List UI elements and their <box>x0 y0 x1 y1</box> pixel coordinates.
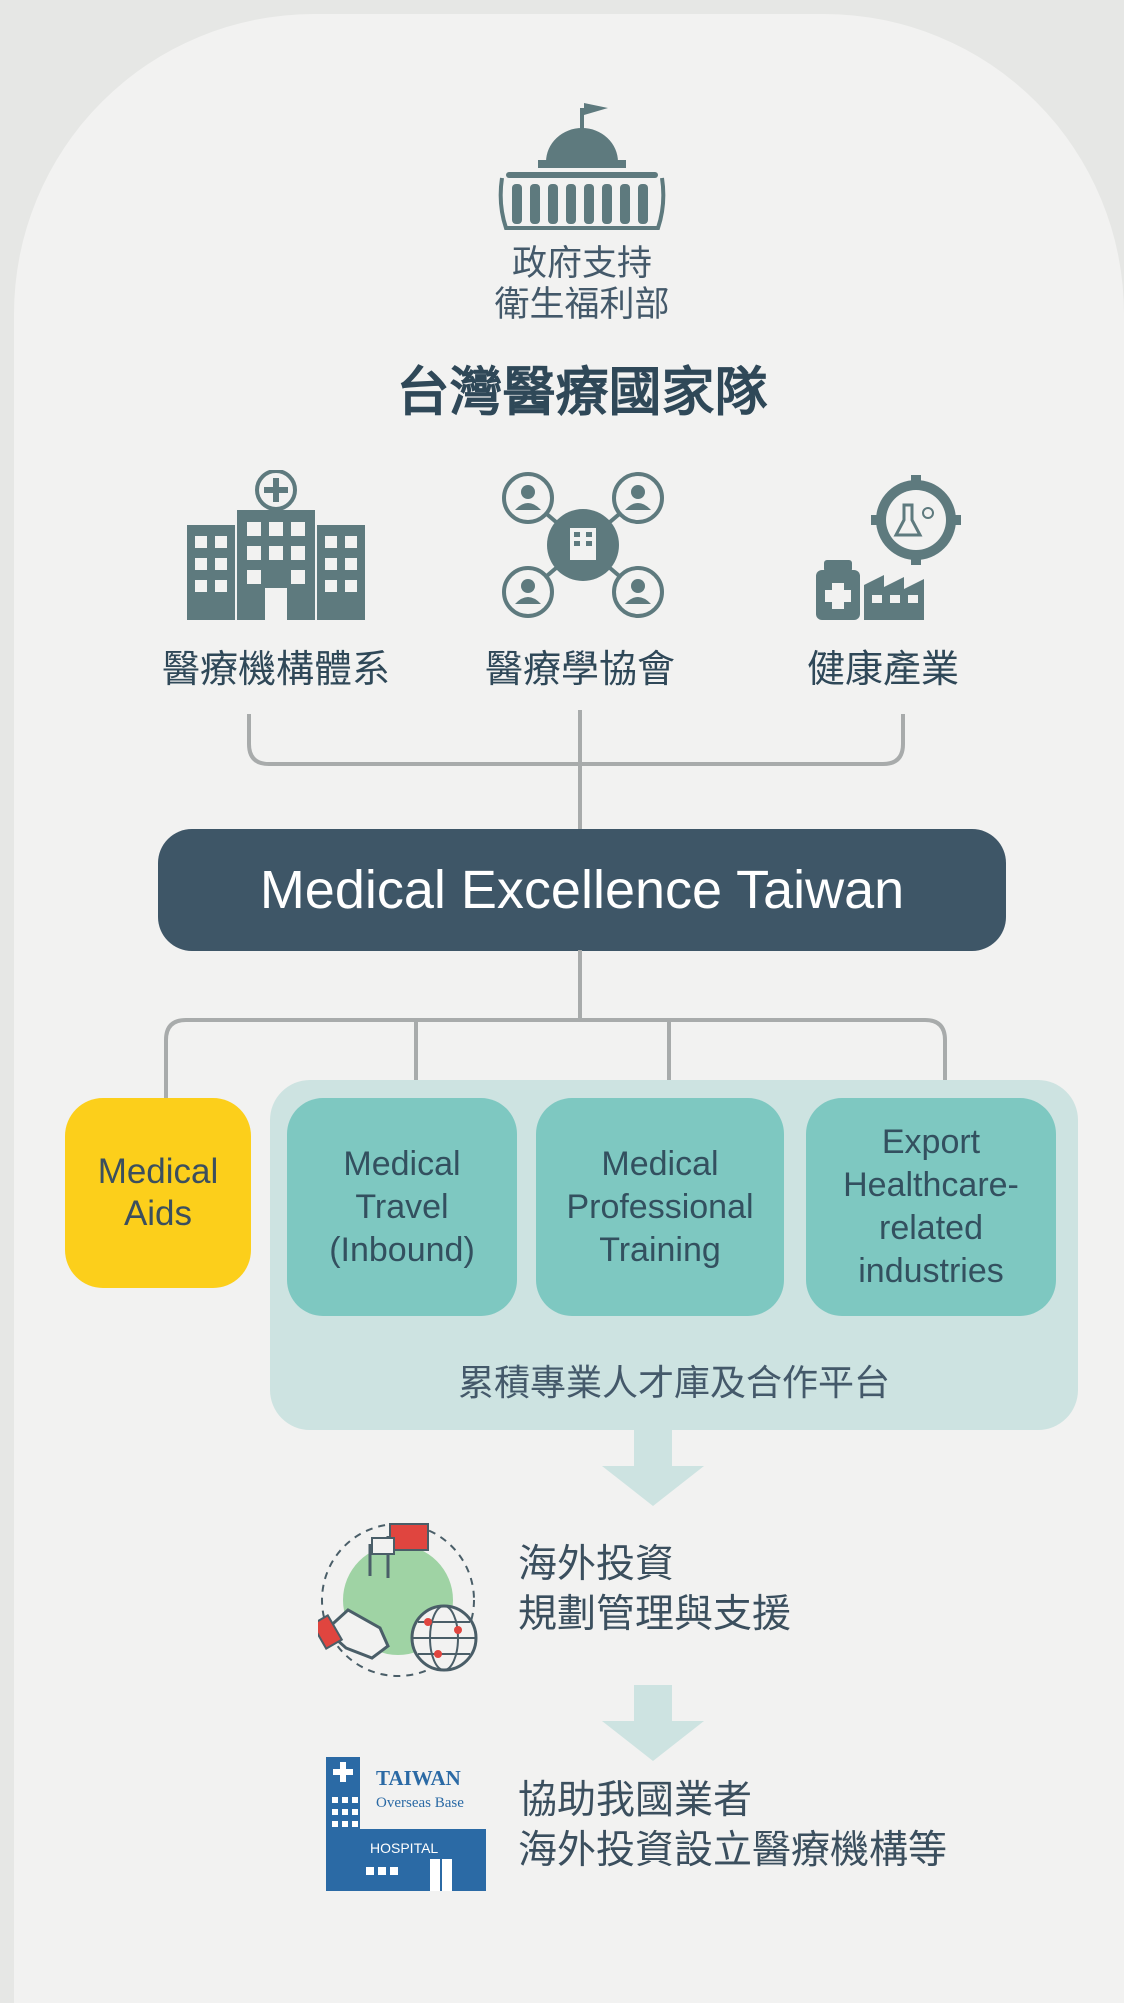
hospital-badge-sub: Overseas Base <box>376 1795 464 1811</box>
health-industry-icon <box>816 475 961 620</box>
hospital-badge-brand: TAIWAN <box>376 1766 461 1790</box>
medical-aids-box: Medical Aids <box>65 1098 251 1288</box>
service-label-medical-travel: Medical Travel (Inbound) <box>329 1144 475 1269</box>
service-box-export-healthcare: Export Healthcare- related industries <box>806 1098 1056 1316</box>
government-line-1: 政府支持 <box>511 244 652 284</box>
step-overseas-investment: 海外投資 規劃管理與支援 <box>518 1540 791 1640</box>
service-label-professional-training: Medical Professional Training <box>566 1144 754 1269</box>
medical-excellence-taiwan-banner: Medical Excellence Taiwan <box>158 829 1006 951</box>
hospital-badge-sign: HOSPITAL <box>370 1840 438 1856</box>
medical-aids-label: Medical Aids <box>97 1152 219 1233</box>
service-box-professional-training: Medical Professional Training <box>536 1098 784 1316</box>
government-building-icon <box>498 103 666 230</box>
hospital-building-icon <box>187 470 365 620</box>
step-1-line-2: 規劃管理與支援 <box>518 1592 792 1637</box>
top-connector <box>247 710 905 830</box>
team-title: 台灣醫療國家隊 <box>396 362 768 423</box>
step-2-line-2: 海外投資設立醫療機構等 <box>518 1828 948 1873</box>
step-overseas-institutions: 協助我國業者 海外投資設立醫療機構等 <box>518 1776 947 1876</box>
platform-label: 累積專業人才庫及合作平台 <box>457 1363 890 1404</box>
government-support-label: 政府支持 衛生福利部 <box>432 244 732 326</box>
association-network-icon <box>502 472 664 618</box>
overseas-hospital-icon: TAIWAN Overseas Base HOSPITAL <box>326 1757 486 1891</box>
pillar-label-medical-associations: 醫療學協會 <box>484 647 675 691</box>
down-arrow-icon <box>602 1430 704 1506</box>
pillar-label-health-industry: 健康產業 <box>806 647 959 691</box>
down-arrow-icon <box>602 1685 704 1761</box>
pillar-label-medical-institutions: 醫療機構體系 <box>161 647 390 691</box>
investment-handshake-globe-icon <box>318 1523 478 1677</box>
service-label-export-healthcare: Export Healthcare- related industries <box>843 1123 1019 1290</box>
step-1-line-1: 海外投資 <box>518 1542 675 1587</box>
step-2-line-1: 協助我國業者 <box>518 1778 753 1823</box>
bottom-connector <box>164 950 947 1098</box>
service-box-medical-travel: Medical Travel (Inbound) <box>287 1098 517 1316</box>
government-line-2: 衛生福利部 <box>494 285 670 325</box>
diagram-card <box>14 14 1124 2003</box>
